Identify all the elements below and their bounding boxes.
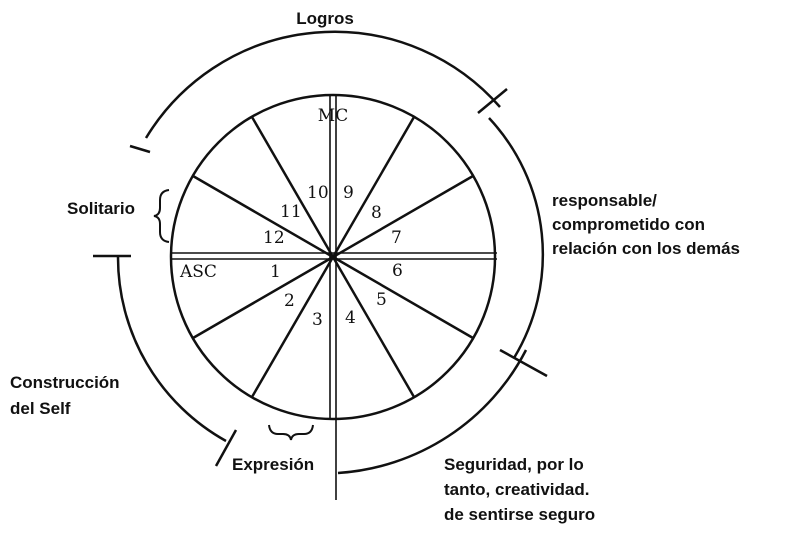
house-number-4: 4 [345,308,356,328]
axis-horizontal [171,252,497,260]
brace-left [153,189,170,243]
arc-bottom-right [337,349,528,475]
house-number-7: 7 [391,228,402,248]
spoke-2-3 [250,256,335,398]
label-seguridad-1: Seguridad, por lo [444,455,584,474]
house-number-3: 3 [312,310,323,330]
mc-label: MC [318,106,348,126]
house-number-12: 12 [263,228,285,248]
house-number-1: 1 [270,262,281,282]
asc-label: ASC [179,262,217,282]
wheel-circle [169,93,497,421]
house-number-8: 8 [371,203,382,223]
arc-bottom-left-tick-bottom [214,429,238,467]
house-number-11: 11 [280,202,302,222]
arc-right [488,117,545,359]
label-responsable-3: relación con los demás [552,239,740,258]
spoke-5-6 [332,255,474,340]
arc-top-tick-left [129,144,151,154]
house-number-6: 6 [392,261,403,281]
spokes [192,116,474,398]
arc-right-tick [499,348,548,378]
label-expresion: Expresión [232,455,314,474]
house-number-10: 10 [307,183,329,203]
label-solitario: Solitario [67,199,135,218]
label-construccion-2: del Self [10,399,71,418]
brace-bottom [268,424,314,441]
spoke-7-8 [332,174,474,259]
spoke-11-12 [192,174,334,259]
house-number-5: 5 [376,290,387,310]
house-number-2: 2 [284,291,295,311]
spoke-8-9 [331,116,416,258]
axis-vertical [329,95,337,500]
spoke-4-5 [331,256,416,398]
arc-top [144,30,501,139]
spoke-1-2 [192,255,334,340]
house-number-9: 9 [343,183,354,203]
label-logros: Logros [296,9,354,28]
label-construccion-1: Construcción [10,373,120,392]
spoke-10-11 [250,116,335,258]
arc-top-tick-right [477,88,508,114]
label-seguridad-3: de sentirse seguro [444,505,595,524]
arc-bottom-left [116,255,227,443]
label-responsable-2: comprometido con [552,215,705,234]
label-seguridad-2: tanto, creatividad. [444,480,589,499]
label-responsable-1: responsable/ [552,191,657,210]
